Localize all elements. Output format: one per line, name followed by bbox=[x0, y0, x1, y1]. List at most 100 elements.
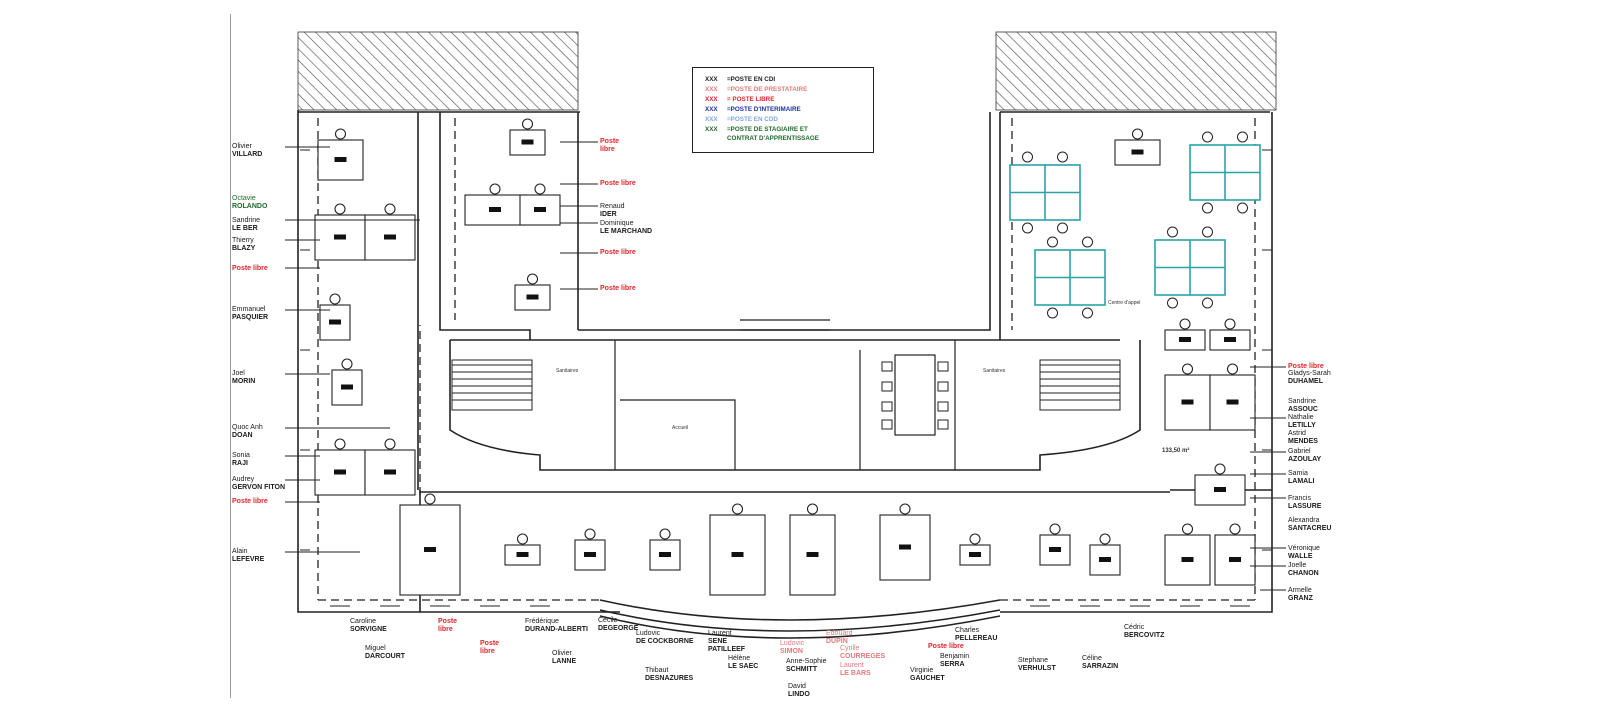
person-first-name: Emmanuel bbox=[232, 306, 266, 313]
person-last-name: libre bbox=[480, 648, 495, 655]
monitor-icon bbox=[1049, 547, 1061, 552]
person-last-name: AZOULAY bbox=[1288, 456, 1322, 463]
legend-row-cdi: XXX=POSTE EN CDI bbox=[705, 76, 775, 83]
legend-row-stage: XXX=POSTE DE STAGIAIRE ET bbox=[705, 126, 808, 133]
monitor-icon bbox=[1229, 557, 1241, 562]
person-first-name: Armelle bbox=[1288, 587, 1312, 594]
monitor-icon bbox=[384, 469, 396, 475]
chair-icon bbox=[1057, 222, 1068, 234]
chair-icon bbox=[334, 203, 346, 215]
person-last-name: SCHMITT bbox=[786, 666, 818, 673]
person-last-name: LE BARS bbox=[840, 670, 871, 677]
person-first-name: Frédérique bbox=[525, 618, 559, 625]
person-first-name: Benjamin bbox=[940, 653, 970, 660]
monitor-icon bbox=[899, 544, 911, 550]
person-last-name: LE SAEC bbox=[728, 663, 759, 670]
legend-code: XXX bbox=[705, 116, 718, 123]
person-first-name: Poste bbox=[438, 618, 458, 625]
chair-icon bbox=[489, 183, 501, 195]
person-first-name: Alain bbox=[232, 548, 248, 555]
person-first-name: Olivier bbox=[552, 650, 572, 657]
monitor-icon bbox=[521, 139, 534, 145]
chair-icon bbox=[424, 493, 436, 505]
person-first-name: Dominique bbox=[600, 220, 634, 227]
room-accueil: Accueil bbox=[672, 425, 689, 431]
chair-icon bbox=[1214, 463, 1226, 475]
person-first-name: Gabriel bbox=[1288, 448, 1311, 455]
person-last-name: DEGEORGE bbox=[598, 625, 639, 632]
meeting-chairs bbox=[881, 361, 949, 430]
chair-icon bbox=[1047, 307, 1058, 319]
monitor-icon bbox=[534, 207, 546, 212]
chair-icon bbox=[384, 438, 396, 450]
chair-icon bbox=[969, 533, 981, 545]
person-first-name: Céline bbox=[1082, 655, 1102, 662]
person-first-name: Laurent bbox=[840, 662, 864, 669]
chair-icon bbox=[1131, 128, 1144, 140]
person-last-name: MORIN bbox=[232, 378, 256, 385]
monitor-icon bbox=[334, 234, 346, 240]
chair-icon bbox=[1224, 318, 1236, 330]
person-first-name: Poste bbox=[480, 640, 500, 647]
person-first-name: Ludovic bbox=[636, 630, 661, 637]
person-first-name: Charles bbox=[955, 627, 980, 634]
person-first-name: Astrid bbox=[1288, 430, 1306, 437]
monitor-icon bbox=[1131, 149, 1144, 155]
monitor-icon bbox=[969, 552, 981, 557]
chair-icon bbox=[1202, 226, 1213, 238]
person-last-name: ASSOUC bbox=[1288, 406, 1318, 413]
person-first-name: Poste libre bbox=[600, 285, 636, 292]
person-first-name: Poste libre bbox=[232, 498, 268, 505]
chair-icon bbox=[1181, 363, 1194, 375]
person-last-name: SENE bbox=[708, 638, 728, 645]
person-last-name-2: PATILLEEF bbox=[708, 646, 746, 653]
chair-icon bbox=[521, 118, 534, 130]
monitor-icon bbox=[1181, 557, 1194, 562]
person-last-name: SANTACREU bbox=[1288, 525, 1332, 532]
room-centre-appel: Centre d'appel bbox=[1108, 300, 1141, 306]
person-first-name: Cédric bbox=[1124, 624, 1145, 631]
person-last-name: SORVIGNE bbox=[350, 626, 387, 633]
legend-code: XXX bbox=[705, 96, 718, 103]
legend-row-stage-2: CONTRAT D'APPRENTISSAGE bbox=[727, 135, 819, 142]
person-last-name: PELLEREAU bbox=[955, 635, 998, 642]
monitor-icon bbox=[1179, 337, 1191, 342]
person-last-name: BERCOVITZ bbox=[1124, 632, 1165, 639]
person-last-name: SIMON bbox=[780, 648, 803, 655]
chair-icon bbox=[341, 358, 353, 370]
person-first-name: Laurent bbox=[708, 630, 732, 637]
chair-icon bbox=[1082, 236, 1093, 248]
person-last-name: LEFEVRE bbox=[232, 556, 265, 563]
hatched-zone-left bbox=[297, 31, 579, 111]
person-last-name: DOAN bbox=[232, 432, 253, 439]
chair-icon bbox=[1049, 523, 1061, 535]
legend-label: =POSTE D'INTERIMAIRE bbox=[727, 106, 801, 113]
person-last-name: IDER bbox=[600, 211, 617, 218]
person-last-name: DARCOURT bbox=[365, 653, 406, 660]
monitor-icon bbox=[1224, 337, 1236, 342]
chair-icon bbox=[1202, 297, 1213, 309]
